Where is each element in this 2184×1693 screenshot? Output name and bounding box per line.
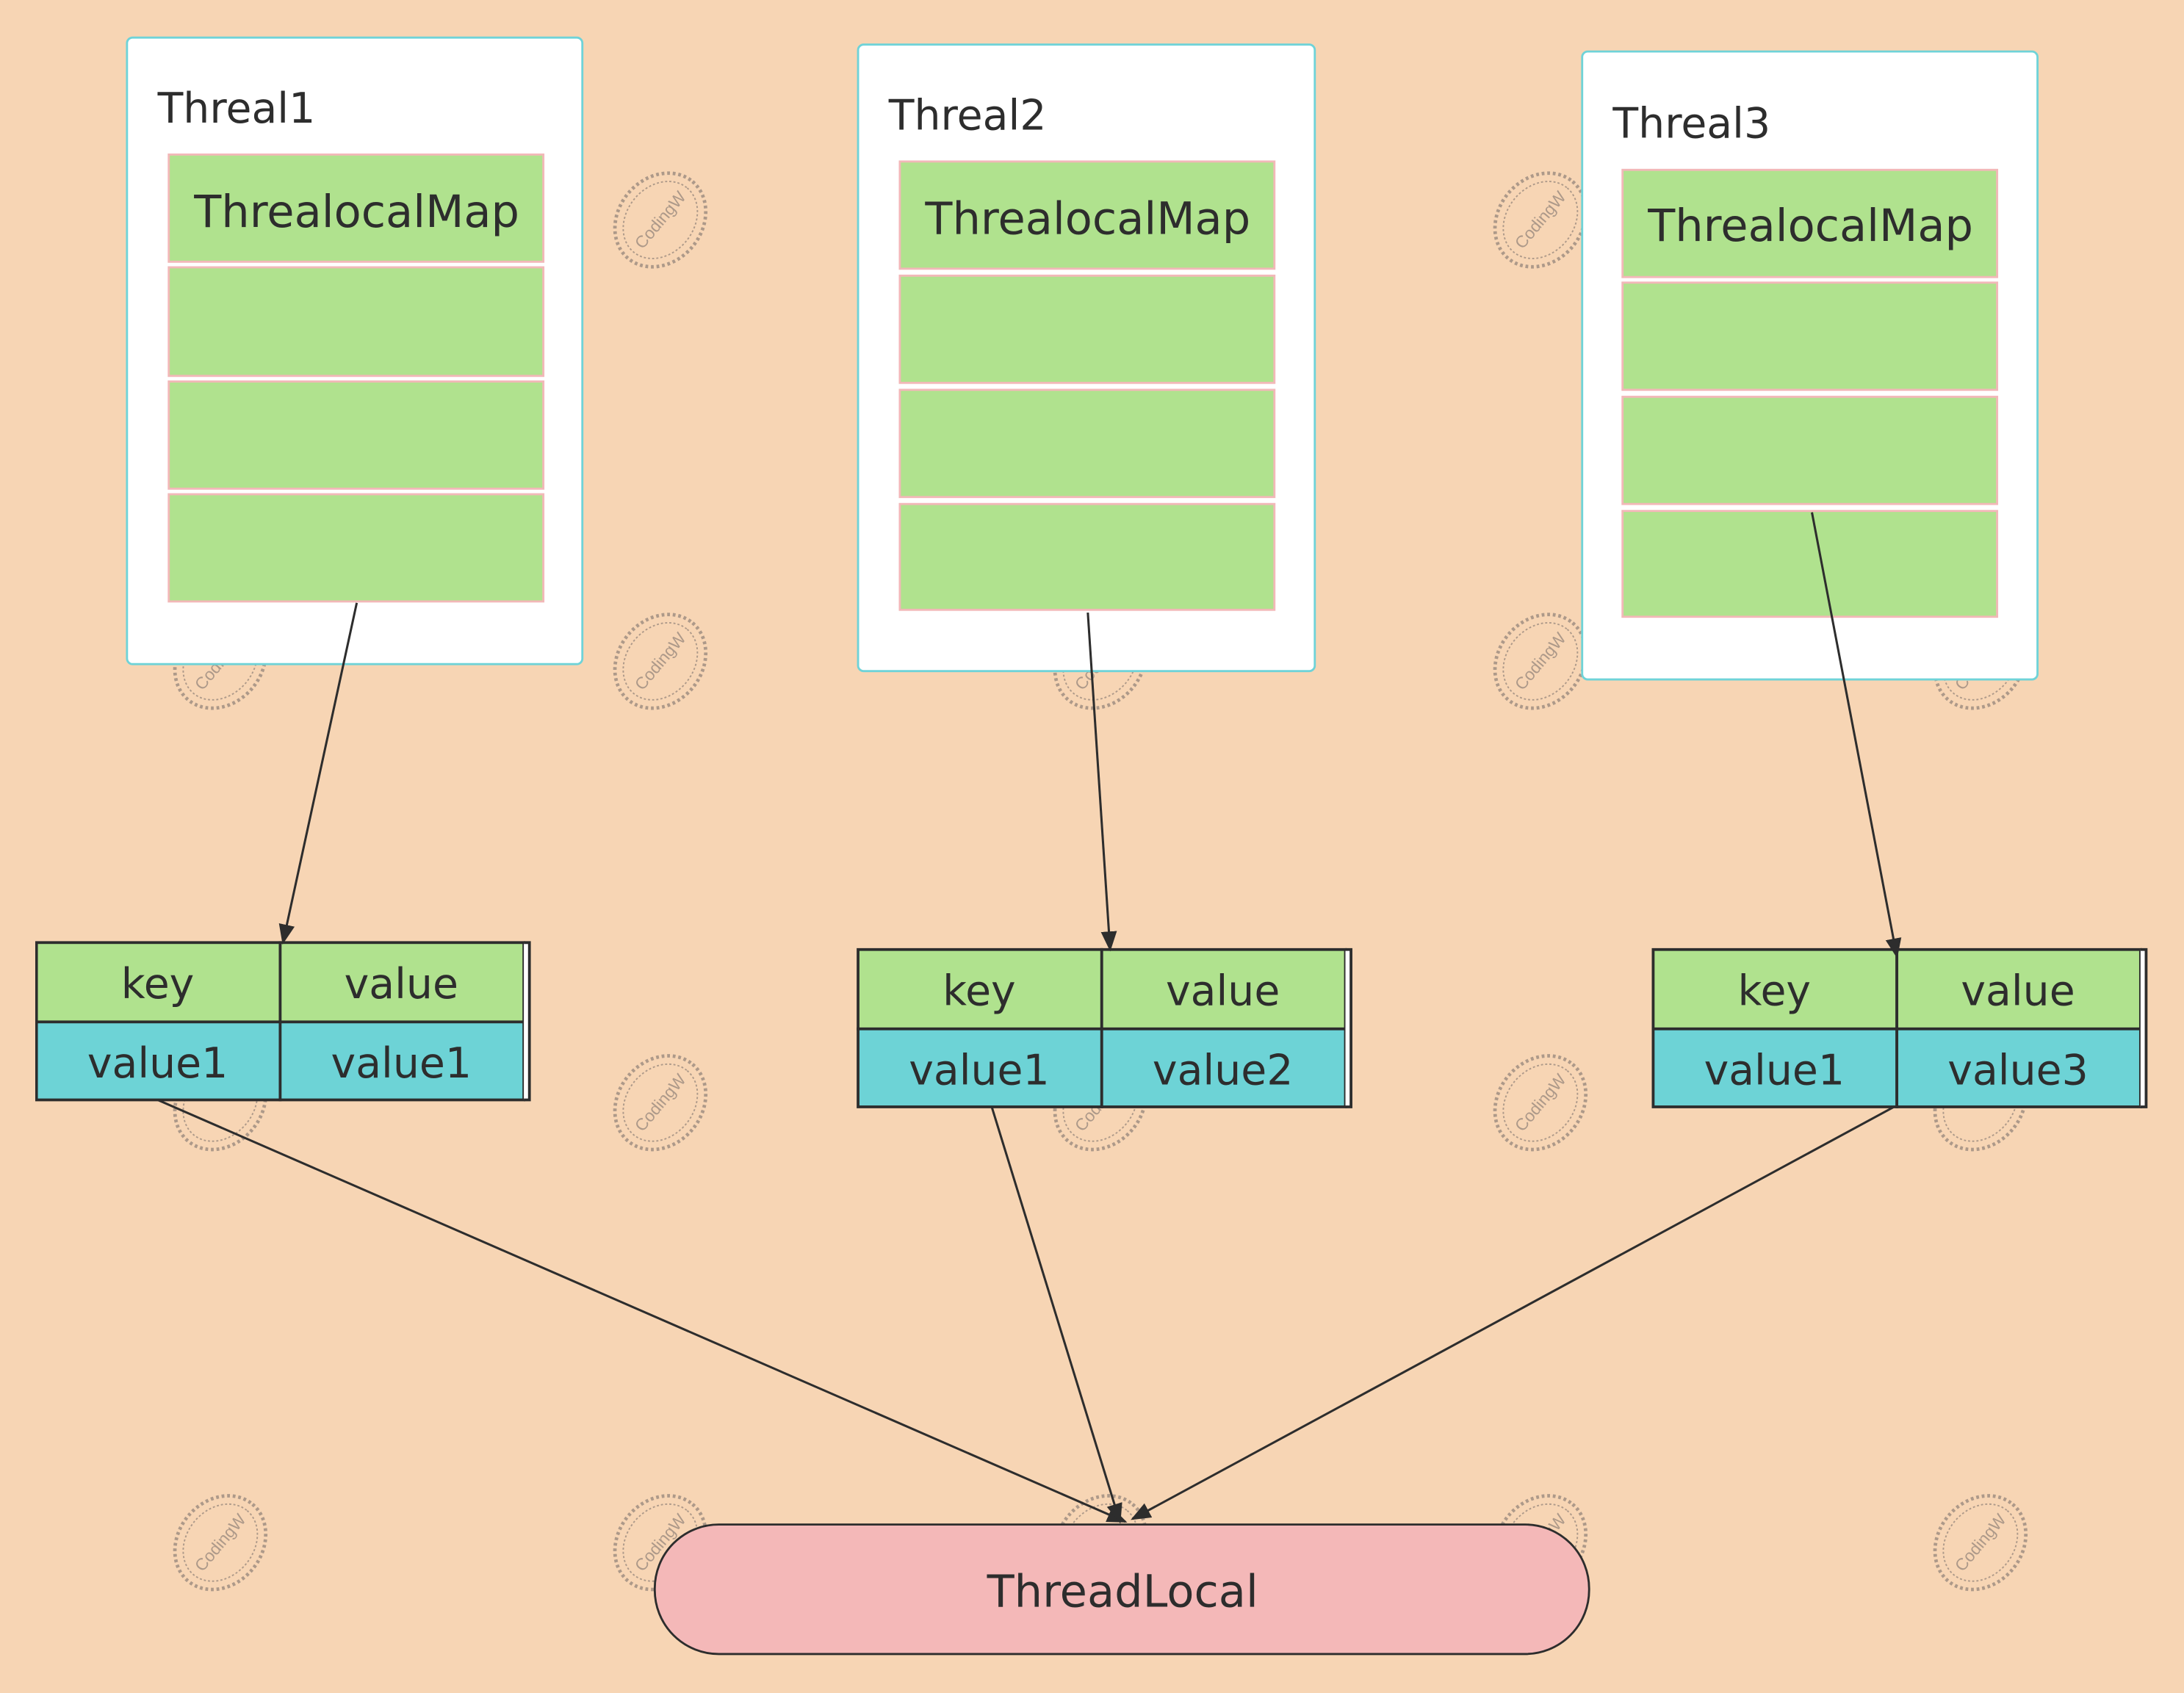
- cell-key: value1: [909, 1047, 1049, 1095]
- threadlocalmap[interactable]: [167, 153, 545, 603]
- map-label: ThrealocalMap: [924, 193, 1250, 245]
- watermark-text: CodingW: [191, 1509, 250, 1575]
- watermark-text: CodingW: [631, 187, 690, 253]
- watermark-stamp: CodingW: [1493, 1054, 1588, 1152]
- entry-table-1[interactable]: [35, 941, 531, 1102]
- watermark-text: CodingW: [1511, 629, 1570, 694]
- threadlocal-label: ThreadLocal: [987, 1566, 1258, 1617]
- arrow-entry2-to-threadlocal: [990, 1106, 1122, 1524]
- header-value: value: [1166, 967, 1280, 1016]
- thread-title: Threal2: [888, 91, 1047, 140]
- header-value: value: [345, 960, 458, 1008]
- thread-box-2[interactable]: Threal2 ThrealocalMap: [857, 43, 1316, 673]
- cell-key: value1: [1704, 1047, 1845, 1095]
- watermark-text: CodingW: [1511, 187, 1570, 253]
- watermark-stamp: CodingW: [613, 171, 708, 269]
- watermark-text: CodingW: [631, 1069, 690, 1135]
- map-label: ThrealocalMap: [193, 187, 519, 238]
- header-value: value: [1961, 967, 2075, 1016]
- cell-value: value1: [331, 1039, 472, 1088]
- threadlocalmap[interactable]: [1621, 168, 1999, 618]
- entry-table-3[interactable]: [1651, 947, 2148, 1108]
- arrow-entry3-to-threadlocal: [1131, 1105, 1895, 1520]
- map-label: ThrealocalMap: [1647, 201, 1973, 252]
- thread-title: Threal1: [157, 84, 316, 133]
- cell-value: value3: [1947, 1047, 2088, 1095]
- thread-box-1[interactable]: Threal1 ThrealocalMap: [126, 36, 584, 665]
- arrow-map2-to-entry2: [1086, 612, 1117, 952]
- thread-box-3[interactable]: Threal3 ThrealocalMap: [1581, 50, 2039, 681]
- watermark-stamp: CodingW: [173, 1494, 268, 1592]
- arrow-map3-to-entry3: [1811, 512, 1902, 959]
- header-key: key: [1738, 967, 1812, 1016]
- header-key: key: [943, 967, 1016, 1016]
- entry-table-2[interactable]: [857, 947, 1352, 1108]
- cell-value: value2: [1153, 1047, 1293, 1095]
- thread-title: Threal3: [1612, 100, 1770, 148]
- arrow-map1-to-entry1: [278, 602, 358, 945]
- threadlocalmap[interactable]: [898, 160, 1276, 611]
- watermark-stamp: CodingW: [613, 1054, 708, 1152]
- watermark-text: CodingW: [1951, 1509, 2010, 1575]
- cell-key: value1: [87, 1039, 228, 1088]
- watermark-stamp: CodingW: [613, 613, 708, 710]
- watermark-stamp: CodingW: [1933, 1494, 2028, 1592]
- threadlocal-node[interactable]: ThreadLocal: [653, 1523, 1590, 1656]
- watermark-text: CodingW: [1511, 1069, 1570, 1135]
- header-key: key: [121, 960, 195, 1008]
- arrow-entry1-to-threadlocal: [156, 1099, 1128, 1523]
- watermark-text: CodingW: [631, 629, 690, 694]
